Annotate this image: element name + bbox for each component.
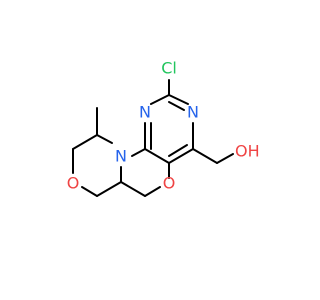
oxygen-morpholine-atom-label: O: [67, 174, 80, 193]
bond-c9a-n-ring: [131, 148, 146, 157]
bond-ch2-ch: [120, 181, 146, 197]
hydroxyl-group-label: OH: [235, 142, 260, 161]
bond-ch-methyl-n-ring: [96, 134, 113, 144]
bond-c4a-c4-outer: [168, 148, 194, 164]
nitrogen-ring-atom-label: N: [115, 147, 127, 166]
nitrogen-right-atom-label: N: [187, 103, 199, 122]
bond-c2-n-right-outer: [168, 94, 189, 105]
nitrogen-left-atom-label: N: [139, 103, 151, 122]
bond-c2-n-right-inner: [168, 101, 185, 111]
bond-c4-ch2-hydroxymethyl: [192, 148, 218, 164]
chemical-structure-diagram: Cl N N N O O OH: [0, 0, 300, 300]
bond-o-bridge-ch2: [144, 186, 161, 197]
bond-ch2-left-ch-methyl: [72, 134, 98, 150]
bond-c2-n-left: [150, 94, 170, 105]
bond-ch2-hydroxyl: [216, 153, 234, 164]
bond-ch-ch2-lower: [96, 181, 122, 197]
oxygen-bridge-atom-label: O: [163, 174, 176, 193]
diagram-background: [0, 0, 300, 300]
bond-layer: [72, 79, 234, 197]
bond-c4a-c4-inner: [168, 144, 188, 157]
bond-c9a-c4a: [144, 148, 170, 164]
atom-label-layer: Cl N N N O O OH: [67, 59, 260, 193]
bond-ch2-lower-o: [81, 186, 98, 197]
chlorine-atom-label: Cl: [161, 59, 177, 78]
